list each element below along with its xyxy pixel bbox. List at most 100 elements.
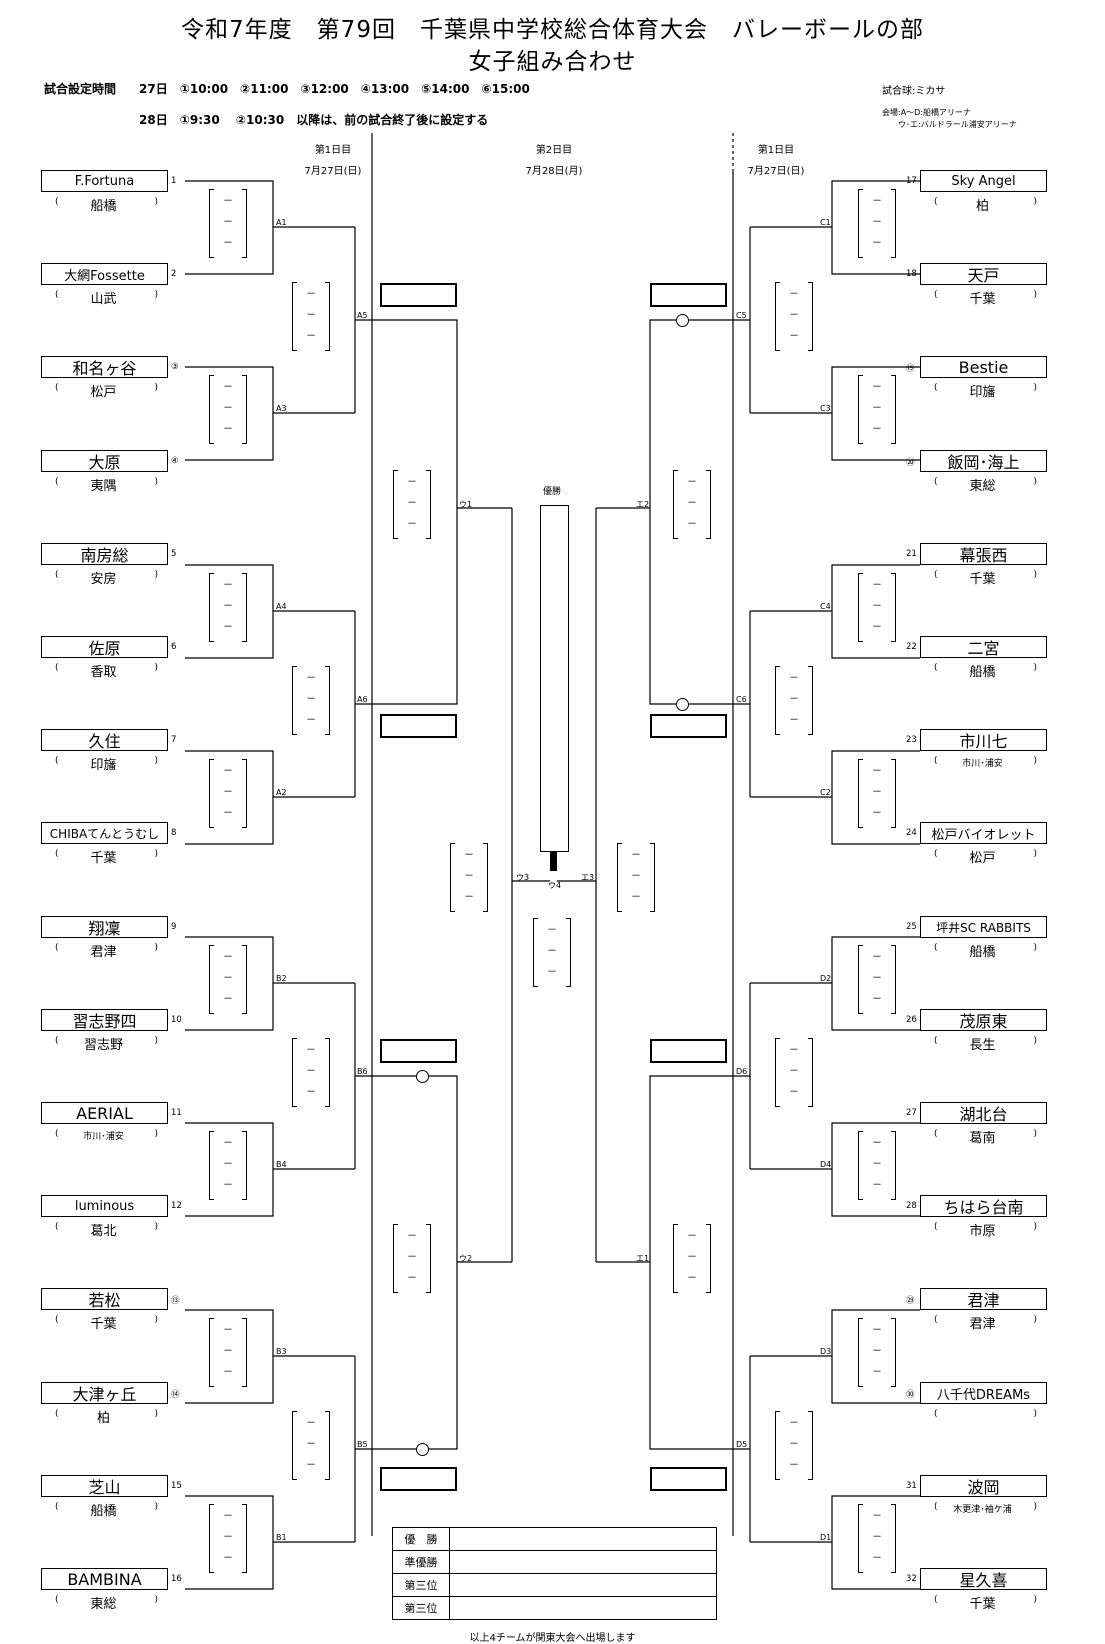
results-value[interactable]: [449, 1573, 717, 1597]
match-label: C2: [820, 788, 831, 797]
results-value[interactable]: [449, 1550, 717, 1574]
score-dash: －: [872, 1511, 882, 1522]
circle-marker: [676, 314, 689, 327]
score-dash: －: [872, 787, 882, 798]
score-box[interactable]: －－－: [673, 470, 711, 539]
score-dash: －: [872, 403, 882, 414]
results-value[interactable]: [449, 1527, 717, 1551]
score-box[interactable]: －－－: [292, 666, 330, 735]
team-seed: 21: [906, 549, 917, 559]
paren-open: (: [934, 197, 938, 207]
paren-open: (: [934, 1315, 938, 1325]
score-box[interactable]: －－－: [209, 759, 247, 828]
schedule-day27: 27日 ①10:00 ②11:00 ③12:00 ④13:00 ⑤14:00 ⑥…: [139, 82, 530, 96]
score-box[interactable]: －－－: [450, 843, 488, 912]
score-box[interactable]: －－－: [209, 375, 247, 444]
score-dash: －: [223, 601, 233, 612]
region-name: 船橋: [90, 199, 117, 214]
paren-close: ): [1033, 383, 1037, 393]
paren-open: (: [55, 1315, 59, 1325]
bracket-left: [209, 375, 214, 444]
score-box[interactable]: －－－: [209, 1131, 247, 1200]
score-dash: －: [872, 1553, 882, 1564]
team-name-box: 八千代DREAMs: [920, 1382, 1047, 1404]
bracket-right: [242, 759, 247, 828]
score-box[interactable]: －－－: [292, 1038, 330, 1107]
bracket-left: [292, 1411, 297, 1480]
score-dash: －: [223, 952, 233, 963]
score-box[interactable]: －－－: [858, 945, 896, 1014]
score-dash: －: [687, 1252, 697, 1263]
paren-open: (: [55, 943, 59, 953]
score-box[interactable]: －－－: [775, 282, 813, 351]
match-label: D2: [820, 974, 832, 983]
paren-open: (: [934, 943, 938, 953]
paren-close: ): [154, 290, 158, 300]
score-dash: －: [223, 424, 233, 435]
team-seed: ㉚: [906, 1390, 915, 1400]
match-label: B1: [276, 1533, 287, 1542]
score-box[interactable]: －－－: [209, 189, 247, 258]
score-box[interactable]: －－－: [209, 1318, 247, 1387]
match-label: ウ2: [459, 1254, 473, 1263]
paren-close: ): [1033, 1222, 1037, 1232]
bracket-right: [242, 945, 247, 1014]
bracket-right: [426, 470, 431, 539]
paren-open: (: [55, 197, 59, 207]
score-box[interactable]: －－－: [858, 189, 896, 258]
bracket-right: [706, 1224, 711, 1293]
paren-open: (: [934, 1129, 938, 1139]
score-box[interactable]: －－－: [209, 1504, 247, 1573]
score-dash: －: [789, 1066, 799, 1077]
score-dash: －: [223, 1159, 233, 1170]
score-dash: －: [631, 871, 641, 882]
score-box[interactable]: －－－: [393, 1224, 431, 1293]
region-name: 松戸: [90, 385, 117, 400]
bracket-left: [393, 470, 398, 539]
results-row: 優 勝: [392, 1527, 717, 1551]
region-name: 船橋: [90, 1504, 117, 1519]
score-box[interactable]: －－－: [858, 1131, 896, 1200]
paren-open: (: [55, 383, 59, 393]
paren-close: ): [1033, 1409, 1037, 1419]
score-box[interactable]: －－－: [617, 843, 655, 912]
score-box[interactable]: －－－: [858, 375, 896, 444]
bracket-left: [209, 1504, 214, 1573]
bracket-right: [426, 1224, 431, 1293]
score-dash: －: [223, 238, 233, 249]
region-name: 木更津･袖ケ浦: [953, 1505, 1012, 1515]
match-label: C5: [736, 311, 747, 320]
score-box[interactable]: －－－: [775, 1411, 813, 1480]
team-seed: ③: [171, 362, 179, 372]
bracket-right: [891, 375, 896, 444]
score-dash: －: [687, 477, 697, 488]
score-box[interactable]: －－－: [209, 573, 247, 642]
score-box[interactable]: －－－: [858, 1318, 896, 1387]
team-seed: 16: [171, 1574, 182, 1584]
circle-marker: [676, 698, 689, 711]
results-value[interactable]: [449, 1596, 717, 1620]
bracket-left: [209, 759, 214, 828]
score-dash: －: [407, 519, 417, 530]
score-box[interactable]: －－－: [533, 918, 571, 987]
score-box[interactable]: －－－: [292, 282, 330, 351]
team-seed: 10: [171, 1015, 182, 1025]
match-label: エ3: [581, 873, 595, 882]
score-box[interactable]: －－－: [858, 573, 896, 642]
score-box[interactable]: －－－: [775, 1038, 813, 1107]
region-name: 市原: [969, 1224, 996, 1239]
score-box[interactable]: －－－: [775, 666, 813, 735]
score-box[interactable]: －－－: [209, 945, 247, 1014]
paren-open: (: [55, 290, 59, 300]
score-box[interactable]: －－－: [858, 1504, 896, 1573]
score-box[interactable]: －－－: [858, 759, 896, 828]
score-box[interactable]: －－－: [393, 470, 431, 539]
score-box[interactable]: －－－: [673, 1224, 711, 1293]
score-dash: －: [631, 892, 641, 903]
score-dash: －: [407, 1231, 417, 1242]
paren-close: ): [154, 477, 158, 487]
paren-open: (: [934, 570, 938, 580]
paren-close: ): [1033, 290, 1037, 300]
score-box[interactable]: －－－: [292, 1411, 330, 1480]
paren-open: (: [934, 1502, 938, 1512]
